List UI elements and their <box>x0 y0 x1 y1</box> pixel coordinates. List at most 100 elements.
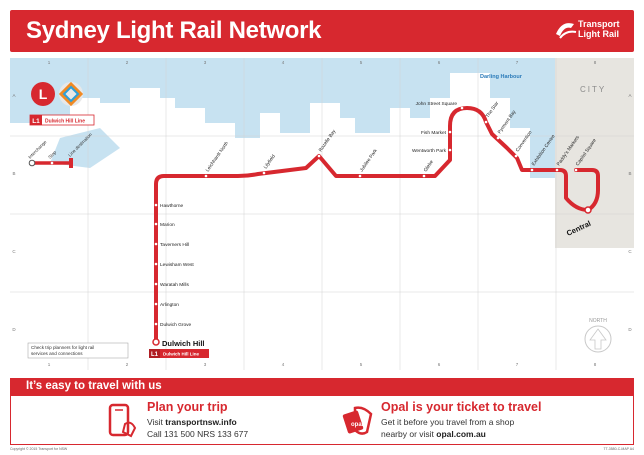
station-label: Lewisham West <box>160 262 194 268</box>
route-stops <box>154 106 578 326</box>
stop-capitol-square <box>574 168 578 172</box>
grid-col-ref: 2 <box>126 362 129 367</box>
grid-col-ref: 6 <box>438 60 441 65</box>
plan-trip-link[interactable]: transportnsw.info <box>165 417 237 427</box>
stop-arlington <box>154 302 158 306</box>
grid-col-ref: 3 <box>204 60 207 65</box>
grid-row-ref: C <box>12 249 16 254</box>
stop-exhibition-centre <box>530 168 534 172</box>
station-label: John Street Square <box>416 101 458 107</box>
north-label: NORTH <box>589 318 607 324</box>
water-body <box>10 58 555 178</box>
stop-convention <box>514 154 518 158</box>
station-label: Hawthorne <box>160 203 184 209</box>
stop-rozelle-bay <box>317 154 321 158</box>
light-rail-l-icon <box>31 82 55 106</box>
grid-row-ref: D <box>628 327 632 332</box>
plan-trip-title: Plan your trip <box>147 400 228 414</box>
grid-col-ref: 5 <box>360 60 363 65</box>
stop-lilyfield <box>262 171 266 175</box>
station-label: Taverners Hill <box>160 242 189 248</box>
key-interchange-marker <box>28 159 36 167</box>
city-land <box>555 58 634 248</box>
key-stop-label: Stop <box>47 149 57 159</box>
svg-text:opal: opal <box>351 422 364 428</box>
grid-col-ref: 1 <box>48 362 51 367</box>
terminal-badge-name: Dulwich Hill Line <box>163 352 199 357</box>
footer-info-box: Plan your trip Visit transportnsw.info C… <box>10 396 634 445</box>
station-label: Marion <box>160 222 175 228</box>
stop-marion <box>154 222 158 226</box>
light-rail-l-glyph: L <box>39 86 48 102</box>
harbour-label: Darling Harbour <box>480 74 523 80</box>
opal-card-icon: opal <box>342 406 373 435</box>
stop-dulwich-grove <box>154 322 158 326</box>
stop-hawthorne <box>154 203 158 207</box>
grid-col-ref: 6 <box>438 362 441 367</box>
stop-pyrmont-bay <box>496 136 500 140</box>
grid-row-ref: B <box>628 171 631 176</box>
document-code: TT-3580-C-MAP A4 <box>603 447 634 451</box>
terminal-west-label: Dulwich Hill <box>162 339 205 348</box>
stop-paddys-markets <box>555 168 559 172</box>
smartphone-icon <box>108 403 137 438</box>
copyright-text: Copyright © 2015 Transport for NSW <box>10 447 68 451</box>
plan-trip-visit: Visit transportnsw.info <box>147 417 237 427</box>
brand-line-1: Transport <box>578 19 620 29</box>
grid-row-ref: A <box>12 93 15 98</box>
header-bar: Sydney Light Rail Network Transport Ligh… <box>10 10 634 52</box>
opal-link[interactable]: opal.com.au <box>436 429 486 439</box>
stop-fish-market <box>448 130 452 134</box>
station-label: Waratah Mills <box>160 282 189 288</box>
terminus-dulwich-hill-marker <box>152 338 160 346</box>
station-label: Wentworth Park <box>412 148 447 154</box>
grid-row-ref: A <box>628 93 631 98</box>
line-badge-code: L1 <box>32 118 40 125</box>
stop-leichhardt-north <box>204 174 208 178</box>
grid-col-ref: 1 <box>48 60 51 65</box>
grid-col-ref: 3 <box>204 362 207 367</box>
trip-planner-note-box <box>27 342 129 359</box>
grid-col-ref: 8 <box>594 362 597 367</box>
opal-line-2: nearby or visit opal.com.au <box>381 429 486 439</box>
opal-icon <box>58 81 84 107</box>
grid-row-ref: C <box>628 249 632 254</box>
stop-glebe <box>422 174 426 178</box>
stop-john-street-square <box>460 106 464 110</box>
grid-col-ref: 2 <box>126 60 129 65</box>
plan-visit-prefix: Visit <box>147 417 166 427</box>
brand-line-2: Light Rail <box>578 29 619 39</box>
stop-wentworth-park <box>448 148 452 152</box>
footer-band-text: It’s easy to travel with us <box>26 380 162 392</box>
plan-trip-phone: Call 131 500 NRS 133 677 <box>147 429 249 439</box>
grid-col-ref: 8 <box>594 60 597 65</box>
opal-line-2-prefix: nearby or visit <box>381 429 437 439</box>
terminal-badge <box>149 349 209 358</box>
water-bay <box>50 128 120 168</box>
grid-row-ref: D <box>12 327 16 332</box>
station-label: Fish Market <box>421 130 447 136</box>
footer-band: It’s easy to travel with us <box>10 378 634 396</box>
north-arrow-icon <box>589 328 607 350</box>
terminal-badge-code-bg <box>149 349 160 358</box>
city-label: CITY <box>580 85 606 94</box>
station-label: Arlington <box>160 302 179 308</box>
terminus-central-marker <box>584 206 592 214</box>
grid-row-ref: B <box>12 171 15 176</box>
note-line-2: services and connections <box>31 351 83 356</box>
opal-line-1: Get it before you travel from a shop <box>381 417 515 427</box>
station-label: Dulwich Grove <box>160 322 192 328</box>
grid-col-ref: 4 <box>282 60 285 65</box>
line-badge-code-bg <box>30 115 42 125</box>
stop-jubilee-park <box>358 174 362 178</box>
line-badge-name: Dulwich Hill Line <box>45 119 85 125</box>
opal-title: Opal is your ticket to travel <box>381 400 542 414</box>
page-title: Sydney Light Rail Network <box>26 17 322 44</box>
grid-col-ref: 7 <box>516 362 519 367</box>
key-terminus-marker <box>69 158 73 168</box>
note-line-1: Check trip planners for light rail <box>31 345 94 350</box>
grid-col-ref: 7 <box>516 60 519 65</box>
grid-col-ref: 5 <box>360 362 363 367</box>
